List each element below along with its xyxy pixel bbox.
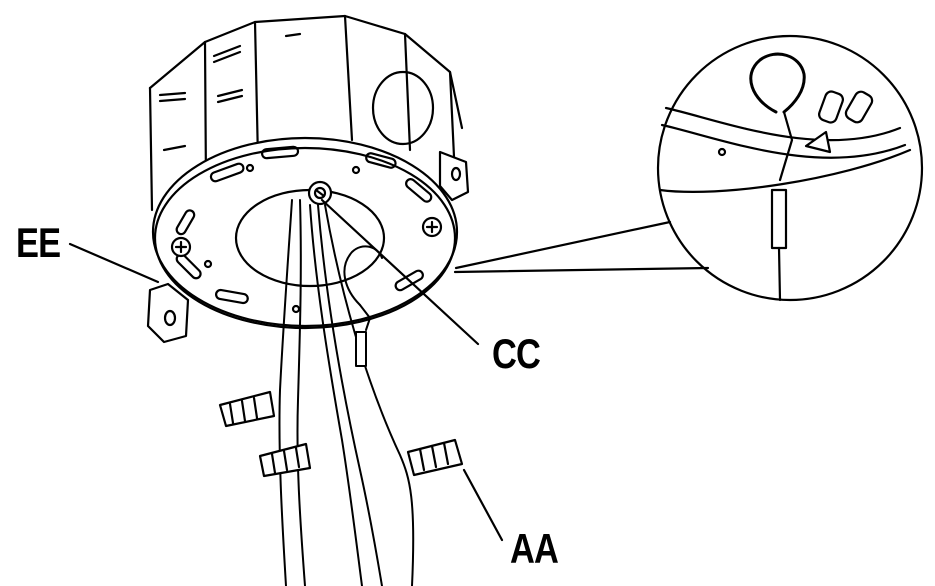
leader-aa	[462, 468, 504, 542]
callout-ee-label: EE	[16, 219, 61, 266]
wire-nut-icon	[218, 390, 464, 478]
junction-box-icon	[148, 14, 464, 212]
ground-screw-icon	[307, 180, 333, 206]
leader-cc	[320, 198, 480, 346]
mounting-bracket-icon	[146, 136, 470, 344]
wiring	[278, 199, 415, 586]
detail-magnifier-icon	[453, 34, 924, 302]
leader-lines	[68, 198, 504, 542]
callout-cc-label: CC	[492, 330, 541, 377]
callout-aa-label: AA	[510, 525, 559, 572]
leader-ee	[68, 242, 160, 284]
